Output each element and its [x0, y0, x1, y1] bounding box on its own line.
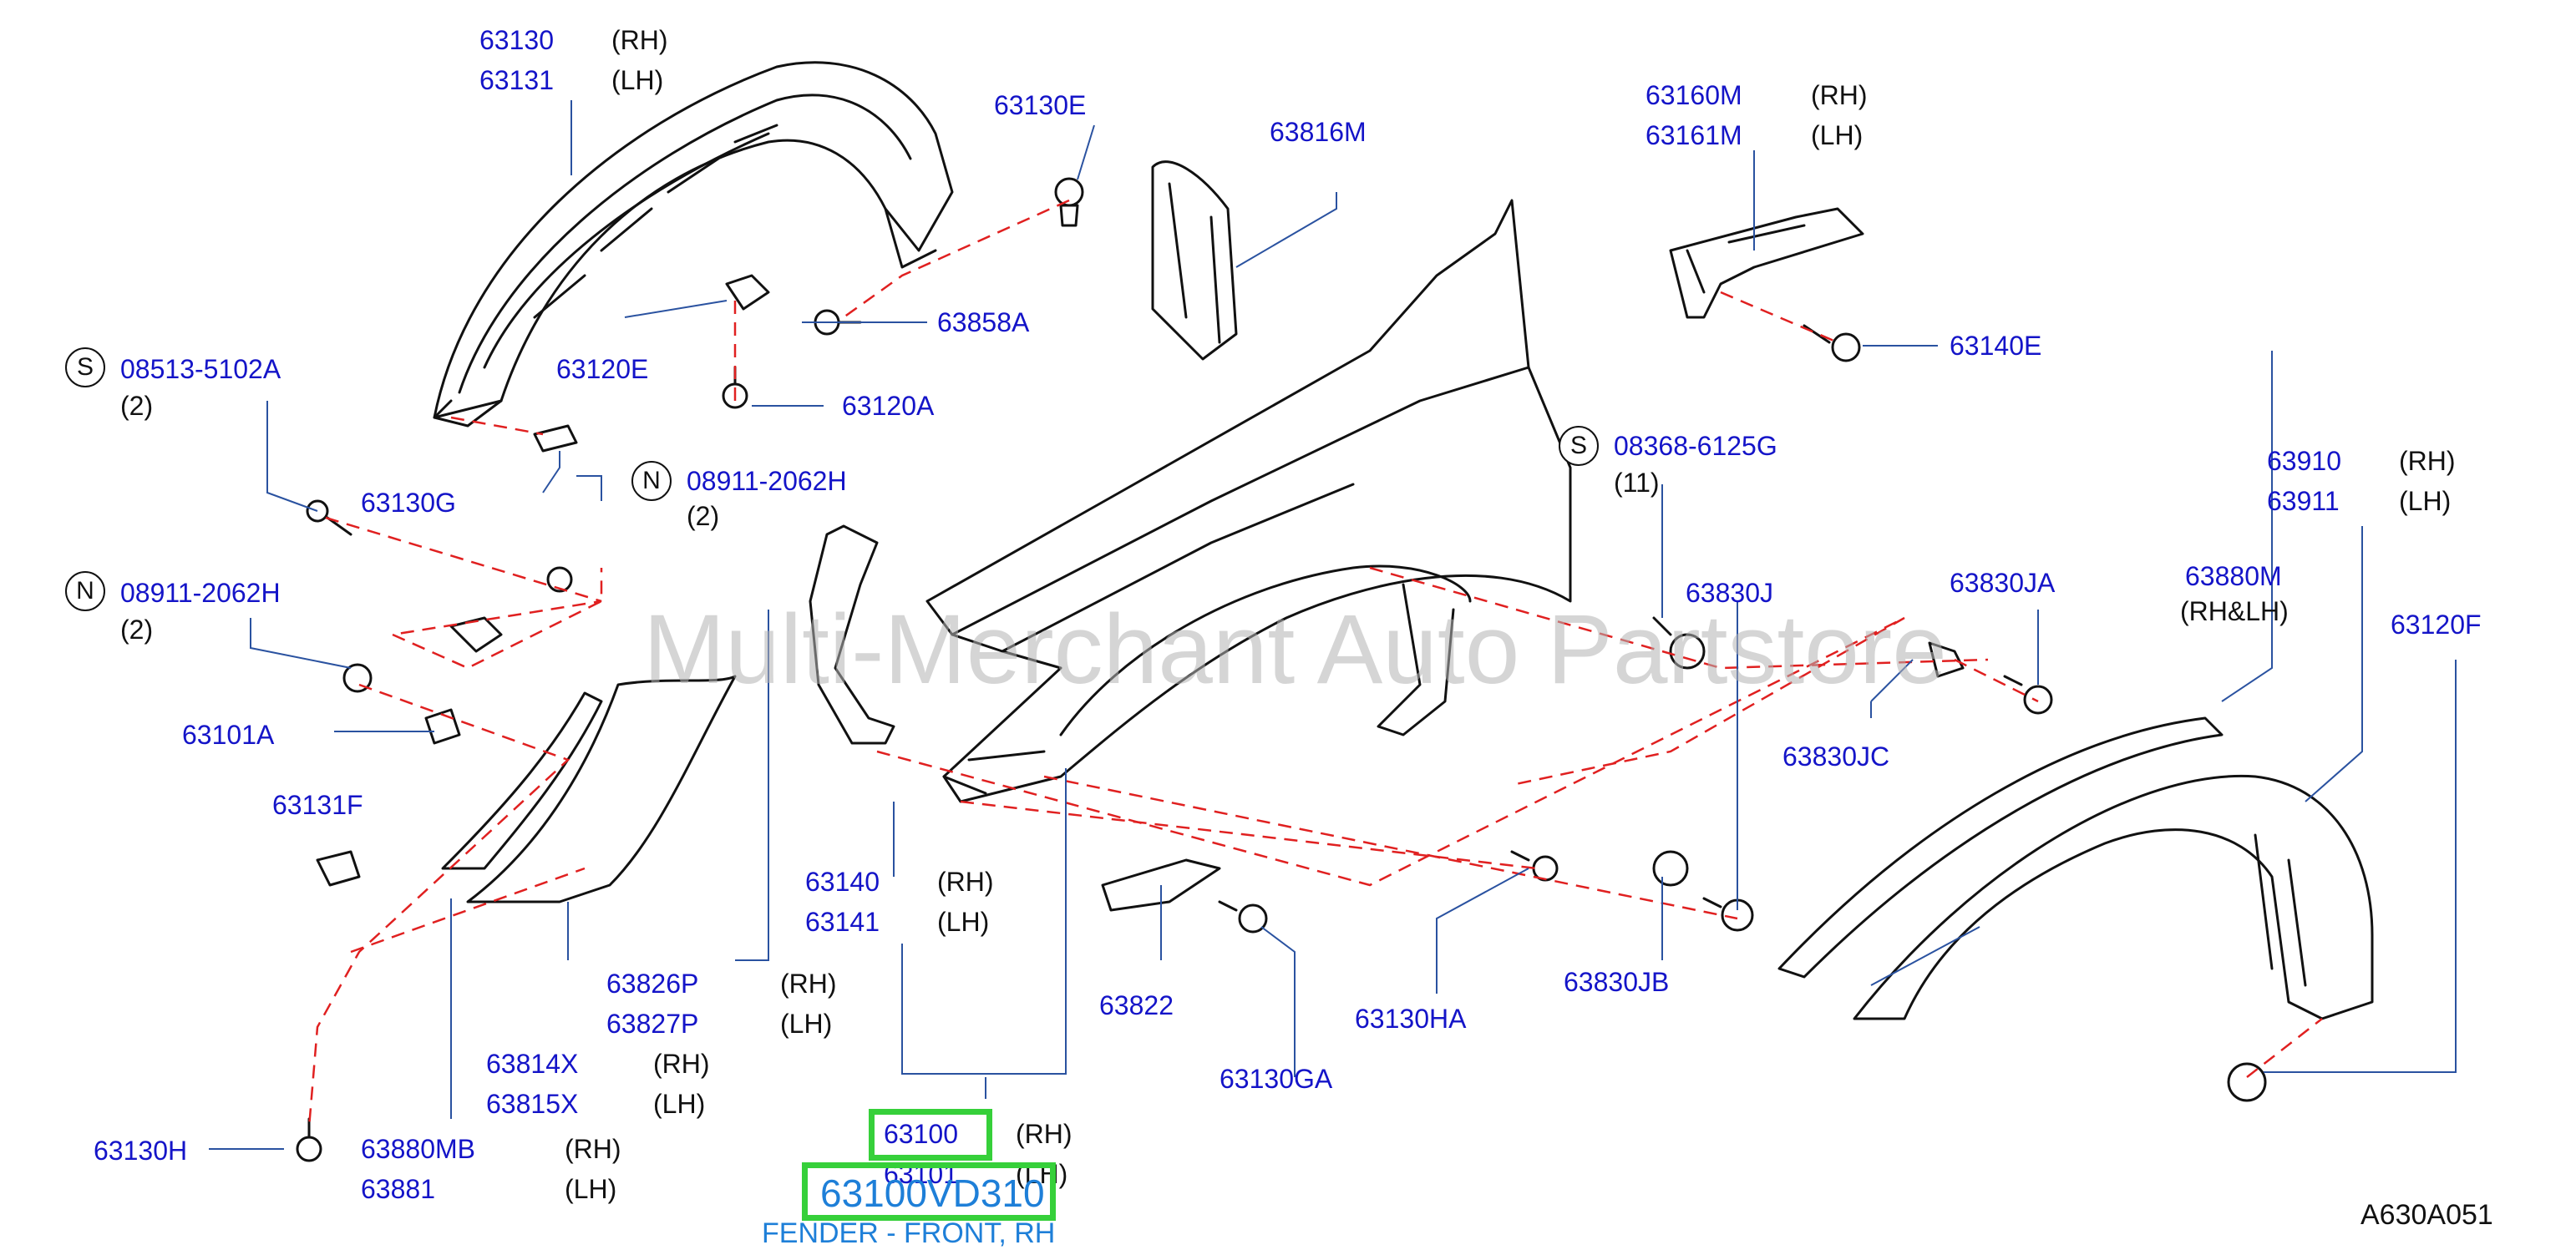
- side-label: (LH): [1811, 120, 1864, 150]
- part-number-63880MB[interactable]: 63880MB: [361, 1134, 475, 1164]
- part-number-08911-2062H[interactable]: 08911-2062H: [687, 466, 847, 496]
- symbol-s-badge: S: [65, 347, 105, 387]
- part-number-63161M[interactable]: 63161M: [1645, 120, 1742, 150]
- diagram-reference-code: A630A051: [2360, 1199, 2493, 1231]
- part-number-63140[interactable]: 63140: [805, 867, 880, 897]
- part-number-63822[interactable]: 63822: [1099, 990, 1174, 1020]
- fender-panel-part: [925, 199, 1572, 803]
- part-number-63160M[interactable]: 63160M: [1645, 80, 1742, 110]
- part-number-63816M[interactable]: 63816M: [1270, 117, 1367, 147]
- part-number-63830JA[interactable]: 63830JA: [1950, 568, 2056, 598]
- side-label: (LH): [653, 1089, 706, 1119]
- part-number-63120F[interactable]: 63120F: [2391, 610, 2482, 640]
- part-number-63120A[interactable]: 63120A: [842, 391, 935, 421]
- part-number-63880M[interactable]: 63880M: [2185, 561, 2282, 591]
- side-label: (RH): [1016, 1119, 1072, 1149]
- fender-bracket-part: [1669, 207, 1864, 319]
- quantity-label: (11): [1614, 468, 1660, 498]
- side-label: (RH&LH): [2180, 596, 2289, 626]
- part-number-63100[interactable]: 63100: [884, 1119, 958, 1149]
- part-number-08368-6125G[interactable]: 08368-6125G: [1614, 431, 1777, 461]
- part-number-63826P[interactable]: 63826P: [606, 969, 699, 999]
- symbol-n-badge: N: [631, 461, 672, 501]
- side-label: (RH): [780, 969, 837, 999]
- air-guide-part: [1151, 160, 1238, 361]
- part-number-08911-2062H[interactable]: 08911-2062H: [120, 578, 281, 608]
- part-number-63130H[interactable]: 63130H: [94, 1136, 188, 1166]
- highlight-box-selected-part: [802, 1162, 1056, 1221]
- part-number-63130HA[interactable]: 63130HA: [1355, 1004, 1467, 1034]
- side-label: (RH): [937, 867, 994, 897]
- part-number-63827P[interactable]: 63827P: [606, 1009, 699, 1039]
- seal-strip-part: [809, 524, 895, 745]
- part-number-63101A[interactable]: 63101A: [182, 720, 275, 750]
- part-number-63830JC[interactable]: 63830JC: [1782, 741, 1890, 772]
- selected-part-number[interactable]: 63100VD310: [820, 1172, 1045, 1215]
- side-label: (RH): [653, 1049, 710, 1079]
- part-number-63120E[interactable]: 63120E: [556, 354, 649, 384]
- part-number-63881[interactable]: 63881: [361, 1174, 435, 1204]
- splash-shield-part: [433, 61, 954, 428]
- selected-part-description: FENDER - FRONT, RH: [762, 1217, 1056, 1249]
- part-number-63130G[interactable]: 63130G: [361, 488, 456, 518]
- part-number-63141[interactable]: 63141: [805, 907, 880, 937]
- part-number-63815X[interactable]: 63815X: [486, 1089, 579, 1119]
- side-label: (RH): [2399, 446, 2456, 476]
- quantity-label: (2): [687, 501, 720, 531]
- part-number-63131[interactable]: 63131: [479, 65, 554, 95]
- part-number-63130E[interactable]: 63130E: [994, 90, 1087, 120]
- side-label: (RH): [1811, 80, 1868, 110]
- part-number-63858A[interactable]: 63858A: [937, 307, 1030, 337]
- side-label: (RH): [611, 25, 668, 55]
- watermark-text: Multi-Merchant Auto Partstore: [643, 595, 1947, 705]
- part-number-63830JB[interactable]: 63830JB: [1564, 967, 1670, 997]
- part-number-63130GA[interactable]: 63130GA: [1220, 1064, 1333, 1094]
- side-label: (LH): [780, 1009, 833, 1039]
- symbol-n-badge: N: [65, 571, 105, 611]
- highlight-box-63100: [869, 1109, 992, 1161]
- part-number-63910[interactable]: 63910: [2267, 446, 2341, 476]
- part-number-63130[interactable]: 63130: [479, 25, 554, 55]
- part-number-63911[interactable]: 63911: [2267, 486, 2340, 516]
- symbol-s-badge: S: [1559, 426, 1599, 466]
- side-label: (RH): [565, 1134, 621, 1164]
- part-number-63131F[interactable]: 63131F: [272, 790, 363, 820]
- wheel-arch-part: [1777, 716, 2374, 1020]
- part-number-08513-5102A[interactable]: 08513-5102A: [120, 354, 281, 384]
- quantity-label: (2): [120, 615, 154, 645]
- side-label: (LH): [937, 907, 990, 937]
- part-number-63814X[interactable]: 63814X: [486, 1049, 579, 1079]
- mud-guard-part: [441, 675, 737, 903]
- part-number-63830J[interactable]: 63830J: [1686, 578, 1773, 608]
- side-label: (LH): [611, 65, 664, 95]
- side-label: (LH): [565, 1174, 617, 1204]
- quantity-label: (2): [120, 391, 154, 421]
- side-label: (LH): [2399, 486, 2452, 516]
- part-number-63140E[interactable]: 63140E: [1950, 331, 2042, 361]
